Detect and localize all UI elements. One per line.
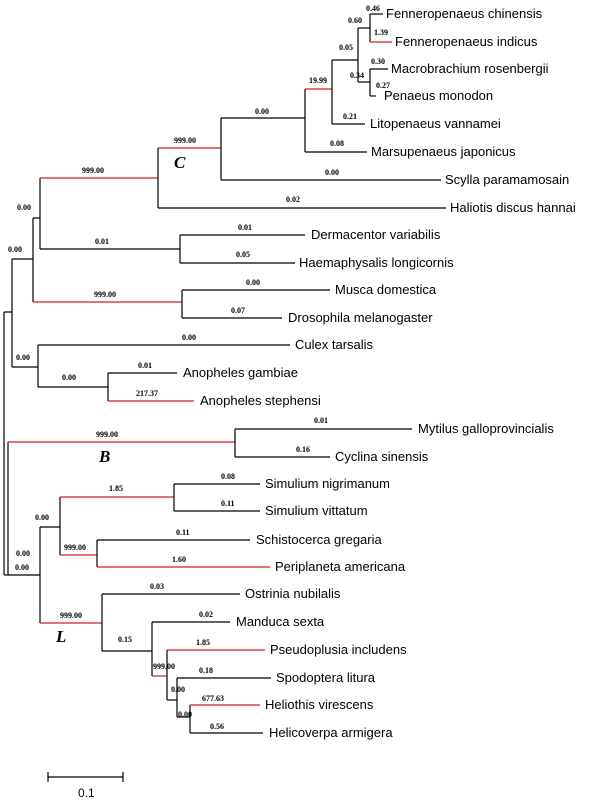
branch-value: 0.16 — [296, 445, 310, 454]
taxon-label: Periplaneta americana — [275, 559, 406, 574]
branch-value: 217.37 — [136, 389, 158, 398]
taxon-label: Macrobrachium rosenbergii — [391, 61, 549, 76]
taxon-label: Musca domestica — [335, 282, 437, 297]
taxon-label: Culex tarsalis — [295, 337, 374, 352]
branch-value: 0.01 — [138, 361, 152, 370]
taxon-label: Mytilus galloprovincialis — [418, 421, 554, 436]
scale-bar-label: 0.1 — [78, 786, 95, 800]
taxon-label: Anopheles gambiae — [183, 365, 298, 380]
taxon-label: Pseudoplusia includens — [270, 642, 407, 657]
branch-value: 999.00 — [153, 662, 175, 671]
branch-value: 19.99 — [309, 76, 327, 85]
taxon-label: Fenneropenaeus indicus — [395, 34, 538, 49]
branch-value: 0.15 — [118, 635, 132, 644]
branch-value: 0.02 — [199, 610, 213, 619]
branch-value: 0.03 — [150, 582, 164, 591]
branch-value: 0.00 — [178, 710, 192, 719]
branch-value: 0.05 — [236, 250, 250, 259]
branch-value: 0.08 — [330, 139, 344, 148]
taxon-label: Heliothis virescens — [265, 697, 374, 712]
branch-value: 1.85 — [109, 484, 123, 493]
branch-value: 0.00 — [35, 513, 49, 522]
tree-branches — [3, 13, 446, 734]
taxon-label: Dermacentor variabilis — [311, 227, 441, 242]
branch-value: 999.00 — [82, 166, 104, 175]
branch-value: 0.08 — [221, 472, 235, 481]
taxon-label: Haemaphysalis longicornis — [299, 255, 454, 270]
branch-value: 0.00 — [182, 333, 196, 342]
branch-value: 0.00 — [325, 168, 339, 177]
branch-value: 0.00 — [255, 107, 269, 116]
branch-value: 1.85 — [196, 638, 210, 647]
branch-value: 0.00 — [16, 549, 30, 558]
taxon-label: Simulium nigrimanum — [265, 476, 390, 491]
branch-value: 0.02 — [286, 195, 300, 204]
branch-value: 0.00 — [15, 563, 29, 572]
branch-value: 0.01 — [238, 223, 252, 232]
branch-value: 1.39 — [374, 28, 388, 37]
branch-value: 0.00 — [171, 685, 185, 694]
branch-value: 0.30 — [371, 57, 385, 66]
branch-value: 0.07 — [231, 306, 245, 315]
branch-value: 0.01 — [95, 237, 109, 246]
taxon-label: Helicoverpa armigera — [269, 725, 393, 740]
taxon-label: Simulium vittatum — [265, 503, 368, 518]
taxon-label: Litopenaeus vannamei — [370, 116, 501, 131]
taxon-labels: Fenneropenaeus chinensis Fenneropenaeus … — [183, 6, 576, 740]
branch-value: 0.00 — [8, 245, 22, 254]
branch-value: 677.63 — [202, 694, 224, 703]
branch-value: 0.34 — [350, 71, 364, 80]
branch-value: 1.60 — [172, 555, 186, 564]
clade-labels: C B L — [55, 153, 186, 646]
branch-value: 999.00 — [94, 290, 116, 299]
branch-value: 0.00 — [62, 373, 76, 382]
branch-value: 0.27 — [376, 81, 390, 90]
branch-value: 0.01 — [314, 416, 328, 425]
branch-value: 999.00 — [96, 430, 118, 439]
branch-value: 0.11 — [221, 499, 235, 508]
clade-label-l: L — [55, 627, 66, 646]
branch-value: 0.00 — [17, 203, 31, 212]
branch-value: 0.60 — [348, 16, 362, 25]
taxon-label: Anopheles stephensi — [200, 393, 321, 408]
branch-value: 0.46 — [366, 4, 380, 13]
clade-label-b: B — [98, 447, 110, 466]
branch-value: 0.05 — [339, 43, 353, 52]
branch-value: 0.00 — [246, 278, 260, 287]
taxon-label: Fenneropenaeus chinensis — [386, 6, 543, 21]
taxon-label: Spodoptera litura — [276, 670, 376, 685]
scale-bar: 0.1 — [47, 772, 124, 800]
taxon-label: Marsupenaeus japonicus — [371, 144, 516, 159]
branch-value: 999.00 — [60, 611, 82, 620]
branch-value: 0.21 — [343, 112, 357, 121]
branch-value: 0.00 — [16, 353, 30, 362]
taxon-label: Drosophila melanogaster — [288, 310, 433, 325]
taxon-label: Schistocerca gregaria — [256, 532, 382, 547]
taxon-label: Penaeus monodon — [384, 88, 493, 103]
taxon-label: Haliotis discus hannai — [450, 200, 576, 215]
branch-value: 999.00 — [64, 543, 86, 552]
taxon-label: Scylla paramamosain — [445, 172, 569, 187]
branch-value: 0.11 — [176, 528, 190, 537]
taxon-label: Manduca sexta — [236, 614, 325, 629]
taxon-label: Ostrinia nubilalis — [245, 586, 341, 601]
branch-value: 0.18 — [199, 666, 213, 675]
branch-value: 999.00 — [174, 136, 196, 145]
clade-label-c: C — [174, 153, 186, 172]
branch-value: 0.56 — [210, 722, 224, 731]
taxon-label: Cyclina sinensis — [335, 449, 429, 464]
branch-value-labels: 0.46 0.60 1.39 0.05 0.30 0.34 0.27 19.99… — [8, 4, 390, 731]
